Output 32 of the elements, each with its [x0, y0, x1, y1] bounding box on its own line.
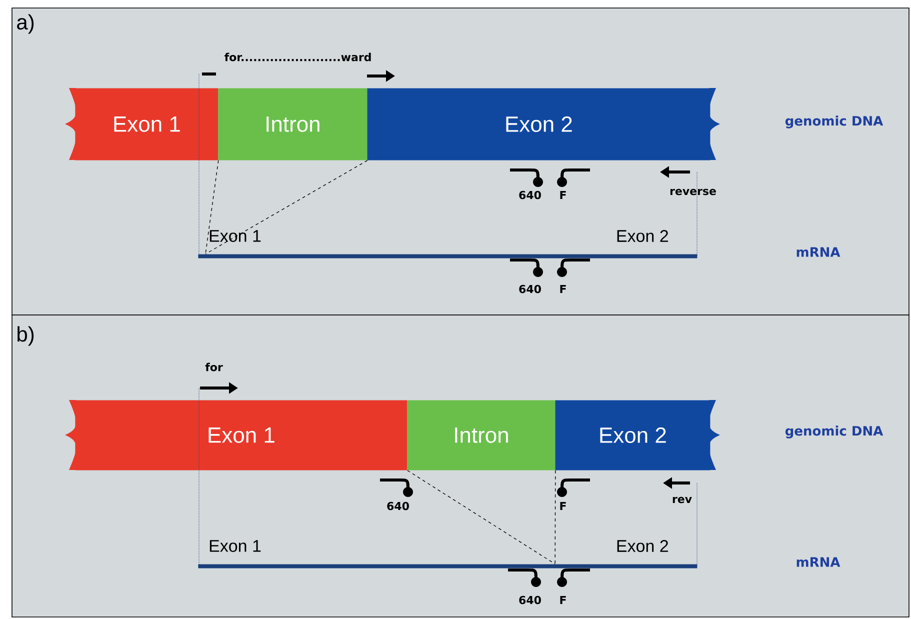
- primer-label: F: [560, 285, 566, 294]
- track-label: genomic DNA: [785, 426, 884, 438]
- exon-label: Exon 2: [617, 230, 668, 242]
- primer-label: F: [560, 596, 566, 604]
- connector-line: [205, 160, 219, 254]
- exon-segment: Exon 1: [65, 88, 218, 160]
- track-label: mRNA: [796, 557, 840, 567]
- exon-segment: Exon 2: [367, 88, 720, 160]
- track-label: mRNA: [796, 247, 840, 257]
- exon-segment: Exon 1: [65, 400, 408, 470]
- primer-label: 640: [519, 190, 541, 200]
- primer-label: for: [205, 362, 223, 372]
- connector-line: [407, 470, 556, 564]
- exon-label: Exon 1: [210, 230, 261, 242]
- primer-label: 640: [519, 284, 541, 294]
- primer-label: rev: [672, 496, 692, 504]
- primer-label: for........................ward: [224, 52, 371, 62]
- track-label: genomic DNA: [785, 116, 884, 128]
- primer-label: 640: [387, 502, 409, 510]
- primer-label: F: [560, 191, 566, 200]
- connector-line: [554, 470, 556, 564]
- exon-segment: Exon 2: [555, 400, 720, 470]
- exon-label: Exon 2: [617, 540, 668, 552]
- exon-label: Exon 1: [210, 540, 261, 552]
- panel-label: a): [17, 14, 34, 34]
- panel-label: b): [18, 326, 34, 346]
- intron-segment: Intron: [218, 88, 368, 160]
- connector-line: [205, 160, 368, 254]
- primer-label: F: [560, 502, 566, 510]
- primer-label: reverse: [670, 188, 716, 196]
- primer-label: 640: [519, 596, 541, 604]
- intron-segment: Intron: [407, 400, 556, 470]
